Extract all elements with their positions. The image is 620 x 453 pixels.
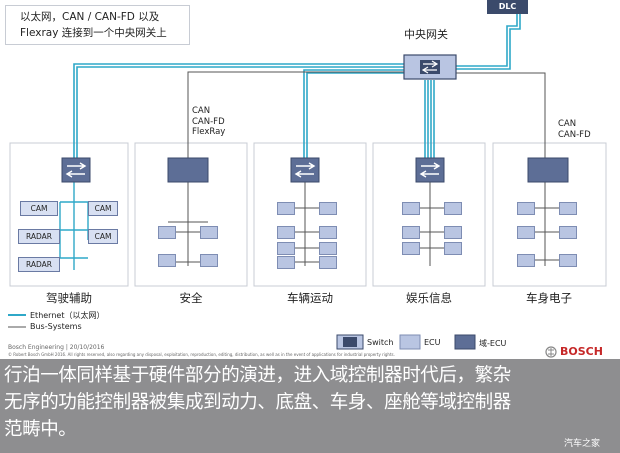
bus-label-line: FlexRay (192, 127, 226, 137)
gateway-label: 中央网关 (404, 28, 448, 41)
bus-label-line: CAN (558, 119, 577, 129)
sensor-box: RADAR (18, 257, 60, 272)
legend-ecu-symbol (399, 334, 421, 350)
ecu-chip (402, 202, 420, 215)
sensor-box: CAM (88, 201, 118, 216)
ecu-chip (402, 226, 420, 239)
ecu-chip (277, 242, 295, 255)
domain-label: 安全 (179, 291, 203, 305)
domain-switch-driving (61, 157, 91, 183)
bus-label-body: CAN CAN-FD (558, 119, 591, 140)
ethernet-lines (73, 14, 521, 158)
ecu-chip (319, 226, 337, 239)
legend-domain-ecu-symbol (454, 334, 476, 350)
ecu-chip (402, 242, 420, 255)
domain-label: 车辆运动 (287, 291, 333, 305)
note-line: 以太网，CAN / CAN-FD 以及 (20, 11, 160, 23)
bosch-logo-icon (545, 346, 557, 358)
caption-line: 行泊一体同样基于硬件部分的演进，进入域控制器时代后，繁杂 (4, 365, 511, 386)
caption-panel (0, 359, 620, 453)
ecu-chip (444, 242, 462, 255)
bus-lines (168, 71, 565, 266)
footer-copyright: © Robert Bosch GmbH 2016. All rights res… (8, 352, 395, 357)
bus-label-safety: CAN CAN-FD FlexRay (192, 106, 225, 138)
domain-label: 车身电子 (526, 291, 572, 305)
sensor-box: RADAR (18, 229, 60, 244)
watermark: 汽车之家 (564, 439, 601, 449)
legend-bus: Bus-Systems (30, 322, 82, 331)
ecu-chip (319, 256, 337, 269)
bus-label-line: CAN-FD (192, 116, 225, 127)
ecu-chip (158, 226, 176, 239)
ecu-chip (559, 226, 577, 239)
sensor-box: CAM (88, 229, 118, 244)
intro-note: 以太网，CAN / CAN-FD 以及 Flexray 连接到一个中央网关上 (5, 5, 190, 45)
bus-label-line: CAN-FD (558, 129, 591, 140)
ecu-chip (277, 256, 295, 269)
legend-switch: Switch (367, 338, 394, 347)
domain-ecu-safety (167, 157, 209, 183)
caption-line: 范畴中。 (4, 419, 77, 440)
bus-label-line: CAN (192, 106, 211, 116)
legend-ethernet: Ethernet（以太网） (30, 311, 105, 320)
ecu-chip (559, 254, 577, 267)
legend-domain-ecu: 域-ECU (479, 339, 507, 348)
domain-label: 驾驶辅助 (46, 291, 92, 305)
dlc-port: DLC (487, 0, 528, 14)
bosch-logo: BOSCH (560, 345, 603, 358)
ecu-chip (200, 226, 218, 239)
ecu-chip (444, 226, 462, 239)
domain-ecu-body (527, 157, 569, 183)
note-line: Flexray 连接到一个中央网关上 (20, 27, 167, 39)
ecu-chip (158, 254, 176, 267)
ecu-chip (559, 202, 577, 215)
footer-line: Bosch Engineering | 20/10/2016 (8, 344, 105, 351)
domain-label: 娱乐信息 (406, 291, 452, 305)
domain-switch-infotainment (415, 157, 445, 183)
ecu-chip (200, 254, 218, 267)
ecu-chip (517, 254, 535, 267)
ecu-chip (517, 226, 535, 239)
ecu-chip (277, 202, 295, 215)
sensor-box: CAM (20, 201, 58, 216)
legend-ecu: ECU (424, 338, 441, 347)
ecu-chip (444, 202, 462, 215)
ecu-chip (277, 226, 295, 239)
ecu-chip (319, 202, 337, 215)
ecu-chip (517, 202, 535, 215)
ecu-chip (319, 242, 337, 255)
caption-line: 无序的功能控制器被集成到动力、底盘、车身、座舱等域控制器 (4, 392, 511, 413)
domain-switch-chassis (290, 157, 320, 183)
